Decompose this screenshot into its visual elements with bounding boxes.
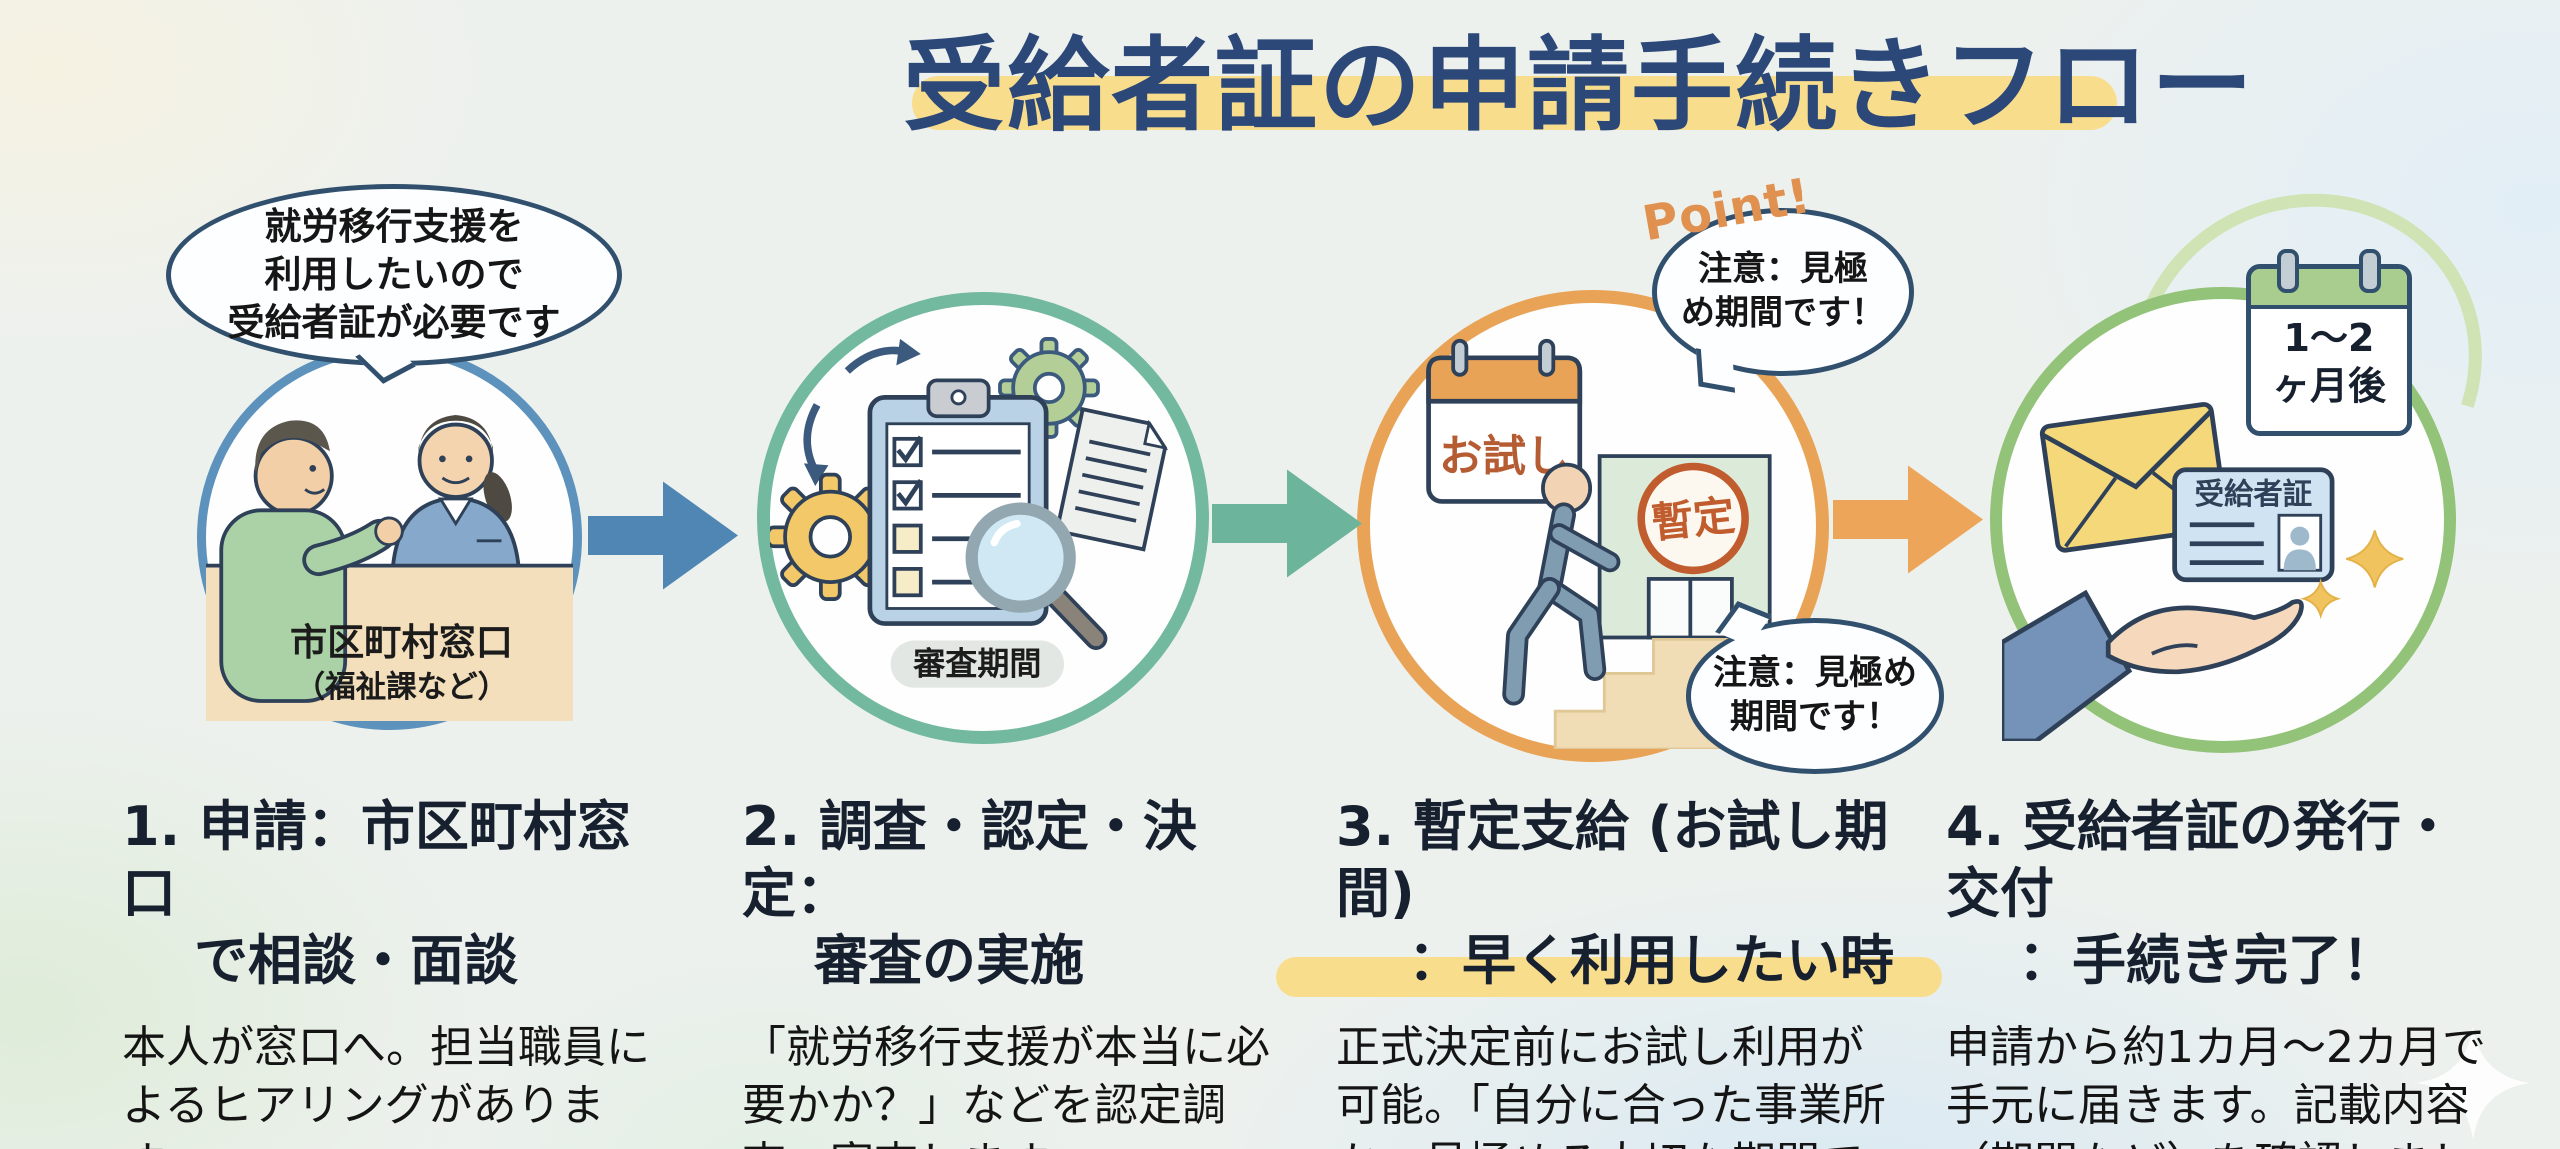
- step1-caption: 1. 申請：市区町村窓口 で相談・面談 本人が窓口へ。担当職員によるヒアリングが…: [122, 794, 682, 1149]
- svg-text:審査期間: 審査期間: [912, 644, 1041, 682]
- walking-person-icon: [1502, 462, 1621, 706]
- svg-text:暫定: 暫定: [1649, 490, 1737, 547]
- gear-icon: [770, 472, 895, 601]
- magnifier-icon: [965, 502, 1108, 650]
- calendar-text: 1〜2 ヶ月後: [2251, 315, 2407, 410]
- calendar-ring: [2359, 249, 2381, 293]
- heading-line: 4. 受給者証の発行・交付: [1946, 795, 2455, 925]
- speech-line: 注意：見極: [1698, 249, 1868, 290]
- document-icon: [1054, 407, 1169, 552]
- id-card-icon: 受給者証: [2172, 467, 2335, 583]
- staff-illustration: [390, 415, 521, 570]
- speech-line: 利用したいので: [264, 252, 524, 296]
- step3-caution-bubble-top: 注意：見極 め期間です！: [1652, 208, 1914, 393]
- heading-line: 3. 暫定支給 (お試し期間): [1336, 795, 1889, 925]
- speech-line: 注意：見極め: [1713, 653, 1917, 694]
- step2-heading: 2. 調査・認定・決定： 審査の実施: [742, 794, 1302, 995]
- step4-caption: 4. 受給者証の発行・交付 ：手続き完了！ 申請から約1カ月〜2カ月で手元に届き…: [1946, 794, 2506, 1149]
- certificate-scene-illustration: 受給者証: [2002, 402, 2404, 741]
- step2-caption: 2. 調査・認定・決定： 審査の実施 「就労移行支援が本当に必要かか？」などを認…: [742, 794, 1302, 1149]
- step3-caption: 3. 暫定支給 (お試し期間) ：早く利用したい時 正式決定前にお試し利用が可能…: [1276, 794, 1942, 1149]
- step1-heading: 1. 申請：市区町村窓口 で相談・面談: [122, 794, 682, 995]
- speech-line: 就労移行支援を: [264, 204, 524, 248]
- step2-description: 「就労移行支援が本当に必要かか？」などを認定調査・審査します。: [742, 1021, 1270, 1149]
- step4-description: 申請から約1カ月〜2カ月で手元に届きます。記載内容（期間など）を確認しましょう。: [1946, 1021, 2486, 1149]
- heading-line: 審査の実施: [814, 928, 1084, 992]
- cycle-arrows-icon: [803, 338, 921, 486]
- heading-line: ：早く利用したい時: [1276, 928, 1942, 997]
- review-scene-illustration: 審査期間: [770, 337, 1169, 688]
- calendar-text-line: 1〜2: [2283, 316, 2375, 360]
- calendar-header: [2251, 269, 2407, 309]
- heading-line: ：手続き完了！: [2018, 928, 2396, 992]
- speech-line: め期間です！: [1681, 293, 1885, 333]
- step1-circle-label-line2: （福祉課など）: [295, 669, 509, 705]
- step3-heading: 3. 暫定支給 (お試し期間) ：早く利用したい時: [1276, 794, 1942, 997]
- heading-line: で相談・面談: [194, 928, 518, 992]
- heading-line: 1. 申請：市区町村窓口: [122, 795, 631, 925]
- delivery-calendar-chip: 1〜2 ヶ月後: [2246, 249, 2412, 436]
- bubble-tail: [1695, 348, 1736, 393]
- flow-arrow-1: [588, 481, 738, 590]
- open-hand-icon: [2002, 589, 2304, 741]
- step1-speech-bubble: 就労移行支援を 利用したいので 受給者証が必要です: [166, 184, 622, 384]
- svg-text:受給者証: 受給者証: [2195, 477, 2313, 511]
- title-highlight-band: [912, 76, 2117, 130]
- calendar-text-line: ヶ月後: [2271, 363, 2386, 408]
- step3-description: 正式決定前にお試し利用が可能。「自分に合った事業所か」見極める大切な期間です。: [1336, 1021, 1886, 1149]
- flow-arrow-2: [1212, 469, 1362, 578]
- flow-arrow-3: [1833, 465, 1983, 574]
- page-title: 受給者証の申請手続きフロー: [903, 27, 2255, 146]
- speech-line: 受給者証が必要です: [227, 301, 561, 345]
- speech-line: 期間です！: [1730, 697, 1900, 737]
- sparkle-icon: [2416, 1026, 2530, 1140]
- citizen-illustration: [219, 420, 404, 703]
- sparkle-icon: [2300, 530, 2404, 620]
- step1-circle-label-line1: 市区町村窓口: [290, 620, 513, 664]
- provisional-stamp-icon: 暫定: [1637, 462, 1749, 575]
- step4-heading: 4. 受給者証の発行・交付 ：手続き完了！: [1946, 794, 2506, 995]
- counter-scene-illustration: 市区町村窓口 （福祉課など）: [206, 415, 573, 721]
- trial-calendar-icon: お試し: [1426, 338, 1583, 504]
- step3-caution-bubble-bottom: 注意：見極め 期間です！: [1686, 601, 1944, 774]
- step2-circle: 審査期間: [757, 292, 1209, 744]
- step1-circle: 市区町村窓口 （福祉課など）: [197, 345, 582, 730]
- review-period-badge: 審査期間: [890, 640, 1065, 688]
- calendar-ring: [2277, 249, 2299, 293]
- heading-line: 2. 調査・認定・決定：: [742, 795, 1197, 925]
- step1-description: 本人が窓口へ。担当職員によるヒアリングがあります。: [122, 1021, 650, 1149]
